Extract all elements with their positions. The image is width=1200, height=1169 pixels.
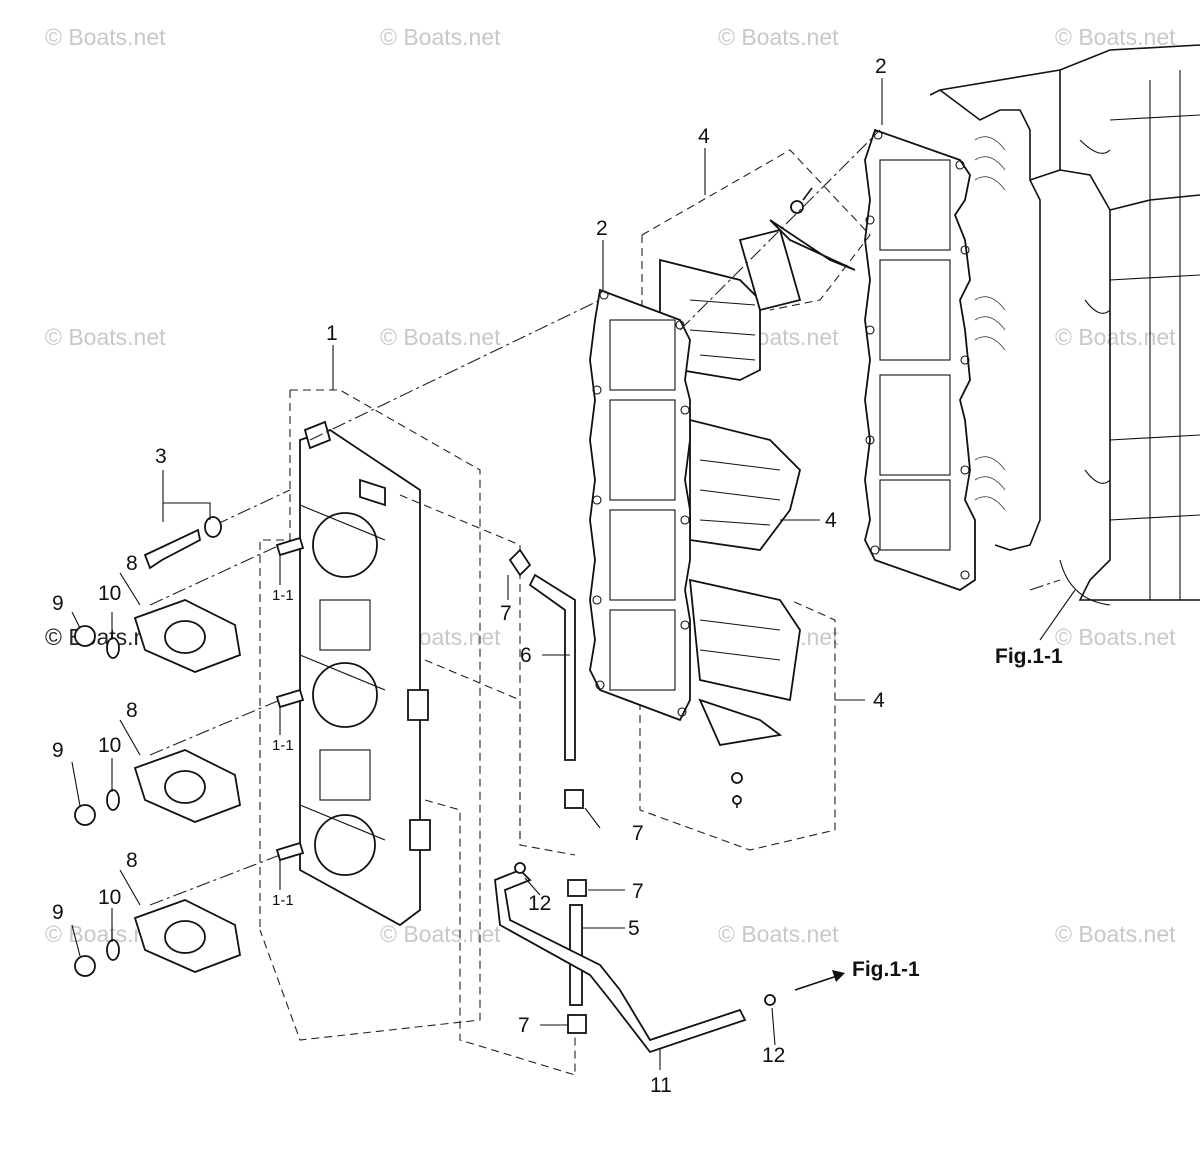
figure-ref-hose-destination: Fig.1-1 [852, 958, 920, 981]
watermark: © Boats.net [380, 324, 501, 350]
callout-part-2: 2 [875, 55, 887, 78]
callout-sub-1-1: 1-1 [272, 737, 294, 754]
gasket-right [864, 128, 976, 591]
callout-part-7: 7 [632, 822, 644, 845]
callout-sub-1-1: 1-1 [272, 892, 294, 909]
gasket-left [589, 288, 691, 722]
callout-part-7: 7 [518, 1014, 530, 1037]
watermark: © Boats.net [1055, 624, 1176, 650]
callout-part-12: 12 [528, 892, 551, 915]
callout-part-4: 4 [825, 509, 837, 532]
callout-part-8: 8 [126, 552, 138, 575]
callout-part-10: 10 [98, 886, 121, 909]
callout-part-2: 2 [596, 217, 608, 240]
callout-sub-1-1: 1-1 [272, 587, 294, 604]
callout-part-1: 1 [326, 322, 338, 345]
callout-part-9: 9 [52, 901, 64, 924]
watermark: © Boats.net [45, 324, 166, 350]
callout-part-10: 10 [98, 582, 121, 605]
callout-part-4: 4 [873, 689, 885, 712]
callout-part-10: 10 [98, 734, 121, 757]
callout-part-8: 8 [126, 849, 138, 872]
callout-part-7: 7 [632, 880, 644, 903]
watermark: © Boats.net [45, 24, 166, 50]
watermark: © Boats.net [718, 921, 839, 947]
callout-part-9: 9 [52, 592, 64, 615]
watermark: © Boats.net [1055, 24, 1176, 50]
leader-lines [71, 78, 883, 1070]
watermark: © Boats.net [1055, 324, 1176, 350]
fastener-sets [74, 516, 242, 977]
figure-ref-engine-block: Fig.1-1 [995, 645, 1063, 668]
watermark: © Boats.net [1055, 921, 1176, 947]
callout-part-5: 5 [628, 917, 640, 940]
watermark: © Boats.net [380, 24, 501, 50]
callout-part-11: 11 [650, 1074, 672, 1097]
intake-manifold: 1-1 1-1 1-1 [259, 389, 481, 1041]
callout-part-9: 9 [52, 739, 64, 762]
callout-part-6: 6 [520, 644, 532, 667]
callout-part-12: 12 [762, 1044, 785, 1067]
alignment-lines [149, 129, 881, 1076]
callout-part-7: 7 [500, 602, 512, 625]
hoses-and-clips [494, 548, 845, 1054]
watermark: © Boats.net [718, 24, 839, 50]
callout-part-4: 4 [698, 125, 710, 148]
engine-block-illustration: Fig.1-1 [929, 44, 1200, 668]
callout-labels: 1 2 2 3 4 4 4 5 6 7 7 7 7 8 8 8 9 9 9 10… [52, 55, 920, 1097]
callout-part-3: 3 [155, 445, 167, 468]
callout-part-8: 8 [126, 699, 138, 722]
